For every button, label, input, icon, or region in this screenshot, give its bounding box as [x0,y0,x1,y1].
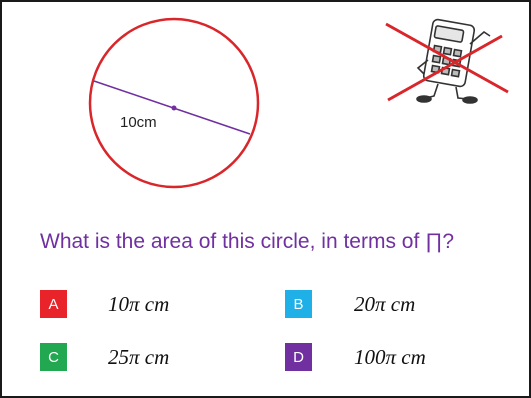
option-a-badge[interactable]: A [40,290,67,318]
circle-diagram: 10cm [88,17,260,189]
option-d-badge[interactable]: D [285,343,312,371]
option-c-answer[interactable]: 25π cm [108,345,170,369]
question-text: What is the area of this circle, in term… [40,230,455,253]
option-c-badge[interactable]: C [40,343,67,371]
center-point [171,105,177,111]
cross-line-1 [385,22,509,94]
option-b-answer[interactable]: 20π cm [354,292,416,316]
circle-outline [88,17,260,189]
calculator-icon [416,18,491,104]
no-calculator-icon [380,10,520,120]
diameter-label: 10cm [120,114,157,131]
cross-line-2 [387,34,503,102]
option-d-answer[interactable]: 100π cm [354,345,426,369]
option-a-answer[interactable]: 10π cm [108,292,170,316]
option-b-badge[interactable]: B [285,290,312,318]
